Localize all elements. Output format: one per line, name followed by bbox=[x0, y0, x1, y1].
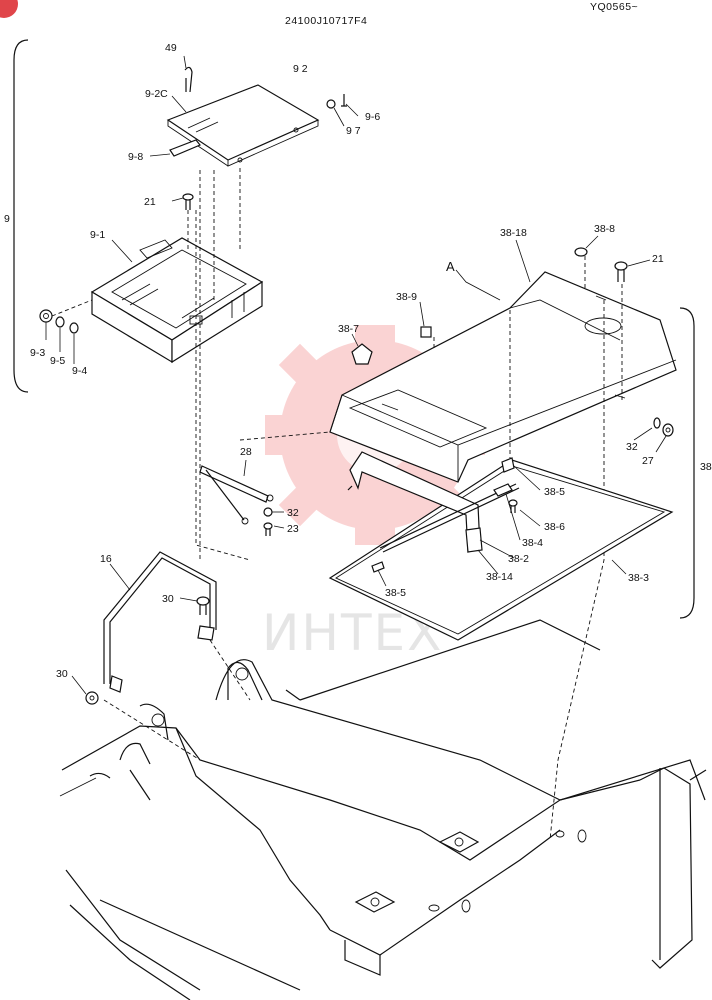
label-38-8: 38-8 bbox=[594, 223, 615, 235]
label-38-18: 38-18 bbox=[500, 227, 527, 239]
washer-32-right bbox=[653, 417, 661, 429]
label-9-4: 9-4 bbox=[72, 365, 87, 377]
washer-9-7 bbox=[326, 99, 336, 109]
washer-9-5 bbox=[55, 316, 65, 328]
bolt-21-right bbox=[614, 261, 628, 282]
stay-rod-28 bbox=[199, 465, 274, 525]
label-38-9: 38-9 bbox=[396, 291, 417, 303]
drawing-number: 24100J10717F4 bbox=[285, 15, 367, 27]
group-38-bracket bbox=[679, 307, 695, 619]
battery-box bbox=[90, 237, 264, 364]
bolt-30-top bbox=[196, 596, 210, 615]
leader-lines bbox=[45, 55, 667, 695]
label-9-5: 9-5 bbox=[50, 355, 65, 367]
group-38-label: 38 bbox=[700, 461, 712, 473]
corner-badge-icon bbox=[0, 0, 18, 18]
label-30-top: 30 bbox=[162, 593, 174, 605]
label-38-14: 38-14 bbox=[486, 571, 513, 583]
pin-49 bbox=[184, 66, 193, 93]
bar-38-2 bbox=[379, 483, 520, 553]
clip-38-5-bottom bbox=[371, 561, 385, 573]
label-21-right: 21 bbox=[652, 253, 664, 265]
nut-38-8 bbox=[574, 247, 588, 257]
label-38-7: 38-7 bbox=[338, 323, 359, 335]
label-38-5-top: 38-5 bbox=[544, 486, 565, 498]
nut-9-3 bbox=[39, 309, 53, 323]
label-23: 23 bbox=[287, 523, 299, 535]
label-27: 27 bbox=[642, 455, 654, 467]
bolt-21-left bbox=[182, 193, 194, 210]
group-9-label: 9 bbox=[4, 213, 10, 225]
label-28: 28 bbox=[240, 446, 252, 458]
tool-box-lid bbox=[329, 271, 677, 483]
clip-38-4 bbox=[493, 483, 513, 497]
label-9-3: 9-3 bbox=[30, 347, 45, 359]
label-9-7: 9 7 bbox=[346, 125, 361, 137]
label-9-2: 9 2 bbox=[293, 63, 308, 75]
label-32-right: 32 bbox=[626, 441, 638, 453]
label-9-2c: 9-2C bbox=[145, 88, 168, 100]
hose-16 bbox=[85, 551, 217, 705]
group-9-bracket bbox=[13, 39, 29, 393]
label-9-8: 9-8 bbox=[128, 151, 143, 163]
label-21-left: 21 bbox=[144, 196, 156, 208]
clip-38-5-top bbox=[501, 457, 515, 473]
latch-38-7 bbox=[351, 343, 373, 365]
label-38-2: 38-2 bbox=[508, 553, 529, 565]
label-49: 49 bbox=[165, 42, 177, 54]
label-38-6: 38-6 bbox=[544, 521, 565, 533]
label-9-6: 9-6 bbox=[365, 111, 380, 123]
label-16: 16 bbox=[100, 553, 112, 565]
label-38-3: 38-3 bbox=[628, 572, 649, 584]
label-38-4: 38-4 bbox=[522, 537, 543, 549]
cap-38-9 bbox=[420, 326, 432, 338]
frame-38-14 bbox=[347, 451, 483, 553]
label-32-left: 32 bbox=[287, 507, 299, 519]
strap-9-8 bbox=[169, 139, 201, 157]
label-38-5-bottom: 38-5 bbox=[385, 587, 406, 599]
bolt-23 bbox=[263, 522, 273, 536]
upper-frame bbox=[59, 619, 707, 1000]
washer-9-4 bbox=[69, 322, 79, 334]
washer-32-left bbox=[263, 507, 273, 517]
serial-code: YQ0565~ bbox=[590, 1, 638, 13]
nut-27 bbox=[662, 423, 674, 437]
label-30-left: 30 bbox=[56, 668, 68, 680]
label-view-a: A bbox=[446, 259, 455, 274]
label-9-1: 9-1 bbox=[90, 229, 105, 241]
